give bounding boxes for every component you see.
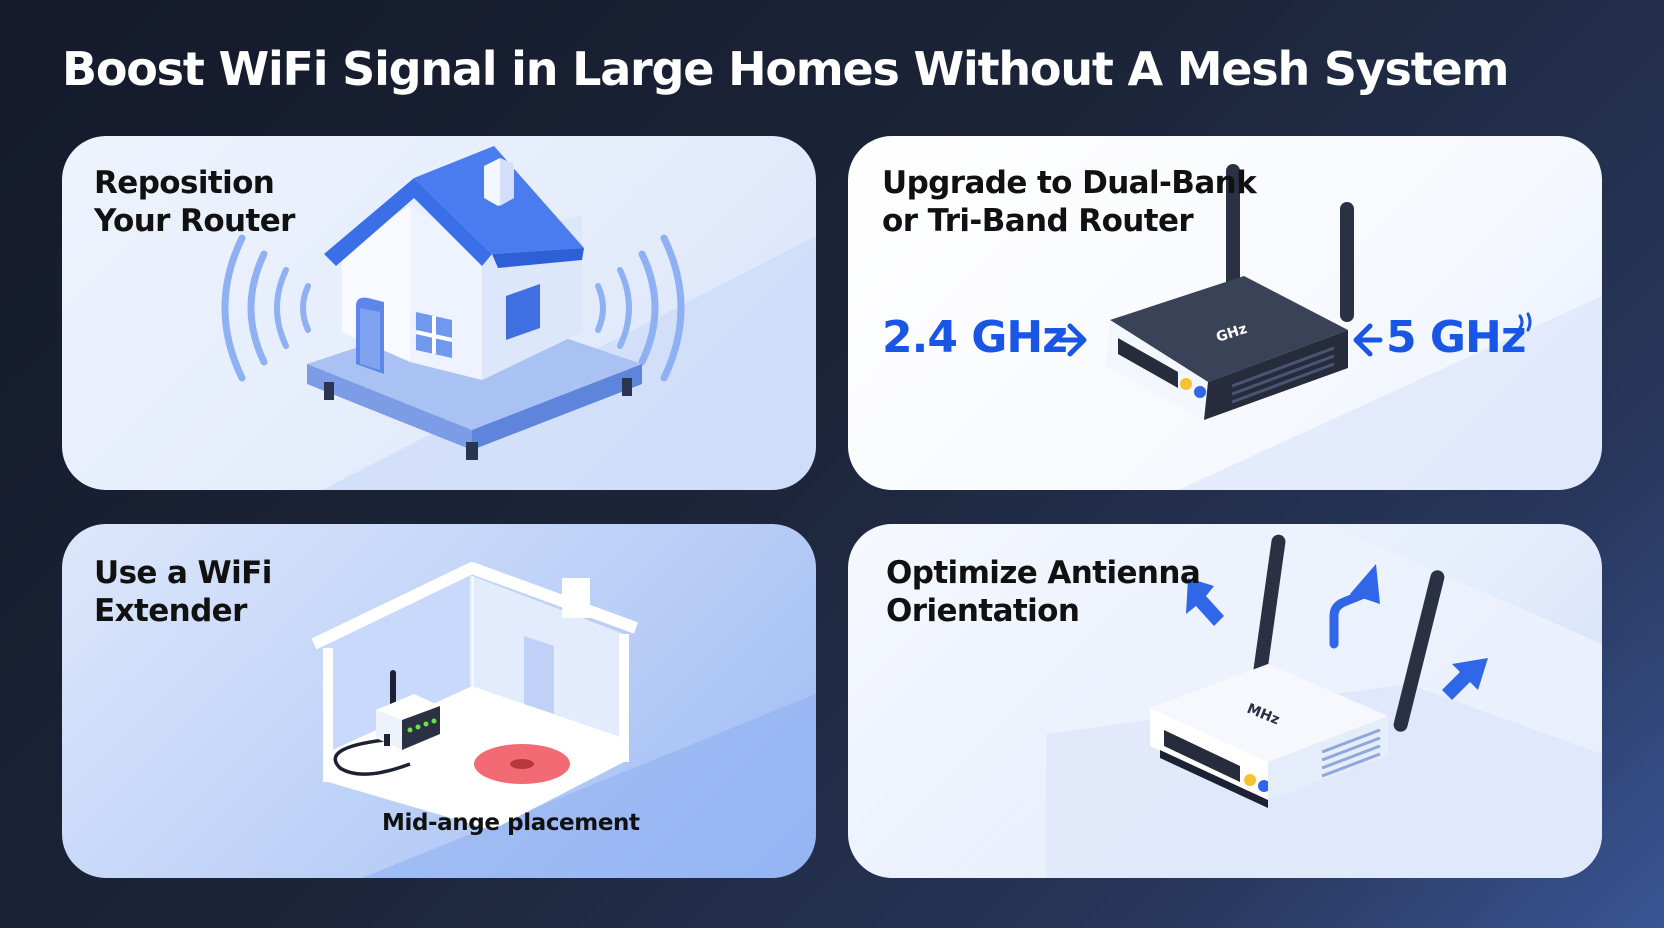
card-heading: Use a WiFi Extender [94,555,272,629]
wifi-waves-icon [221,234,685,382]
extender-illustration [311,562,816,878]
arrow-up-icon [1329,589,1369,649]
house-outline-icon [311,562,639,830]
freq-5-label: 5 GHz [1386,312,1526,363]
card-heading: Optimize Antienna Orientation [886,555,1201,629]
arrow-up-right-icon [1442,658,1488,700]
page-title: Boost WiFi Signal in Large Homes Without… [62,42,1509,96]
signal-tick-icon [1518,312,1532,332]
card-heading: Reposition Your Router [94,165,295,239]
placement-target-icon [474,744,570,784]
arrow-up-left-icon [1186,578,1224,626]
card-wifi-extender: Use a WiFi Extender Mid-ange placement [62,524,816,878]
extender-icon [333,670,440,776]
card-reposition-router: Reposition Your Router [62,136,816,490]
house-illustration [221,146,816,490]
arrow-right-icon [1057,323,1087,357]
card-heading: Upgrade to Dual-Bank or Tri-Band Router [882,165,1257,239]
router-icon: MHz [1150,534,1445,808]
card-antenna-orientation: MHz Optimize Antienna Orientation [848,524,1602,878]
router-illustration: GHz [1057,164,1602,490]
arrow-up-icon-head [1350,564,1380,604]
router-icon: GHz [1106,164,1354,420]
freq-2-4-label: 2.4 GHz [882,312,1068,363]
card-upgrade-router: GHz Upgrade to Dual-Bank or Tri-Band Rou… [848,136,1602,490]
arrow-left-icon [1353,323,1383,357]
house-icon [307,146,642,460]
antenna-illustration: MHz [1046,524,1602,878]
extender-caption: Mid-ange placement [382,810,640,836]
